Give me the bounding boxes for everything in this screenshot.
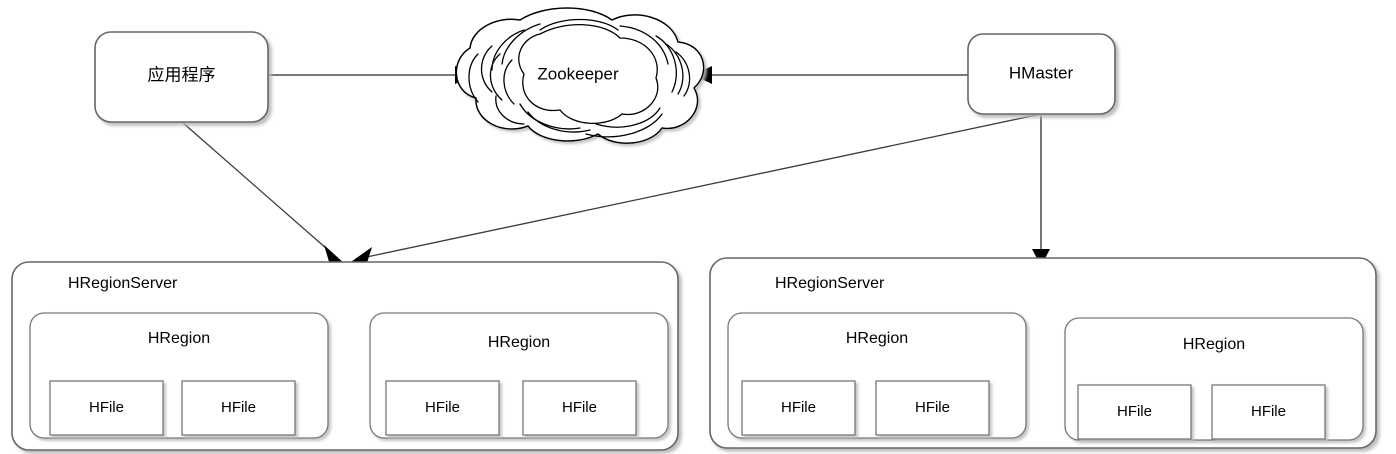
hfile-label: HFile <box>562 399 597 416</box>
region-server-left[interactable]: HRegionServer HRegion HFile HFile HRegio… <box>11 261 679 451</box>
node-application[interactable]: 应用程序 <box>94 31 269 123</box>
hfile-left-2-a[interactable]: HFile <box>385 380 500 436</box>
hfile-label: HFile <box>781 399 816 416</box>
hfile-right-1-a[interactable]: HFile <box>741 380 856 436</box>
region-left-1-label: HRegion <box>148 330 210 347</box>
hfile-label: HFile <box>915 399 950 416</box>
edge-hmaster-to-region-server-left <box>348 113 1042 266</box>
hfile-right-2-b[interactable]: HFile <box>1211 384 1326 440</box>
hfile-left-1-a[interactable]: HFile <box>49 380 164 436</box>
region-left-2-label: HRegion <box>488 334 550 351</box>
region-server-right[interactable]: HRegionServer HRegion HFile HFile HRegio… <box>709 257 1377 449</box>
hmaster-label: HMaster <box>1009 63 1074 82</box>
hfile-label: HFile <box>1117 403 1152 420</box>
edge-application-to-zookeeper <box>268 66 474 84</box>
hfile-label: HFile <box>425 399 460 416</box>
node-hmaster[interactable]: HMaster <box>967 33 1116 115</box>
region-left-2[interactable]: HRegion HFile HFile <box>369 312 669 439</box>
region-right-2[interactable]: HRegion HFile HFile <box>1064 317 1364 441</box>
hfile-label: HFile <box>89 399 124 416</box>
hfile-label: HFile <box>221 399 256 416</box>
region-right-2-label: HRegion <box>1183 336 1245 353</box>
region-right-1-label: HRegion <box>846 330 908 347</box>
edge-application-to-region-server-left <box>181 121 345 265</box>
region-server-right-label: HRegionServer <box>775 275 885 292</box>
node-zookeeper[interactable]: Zookeeper <box>455 7 705 144</box>
region-right-1[interactable]: HRegion HFile HFile <box>727 312 1027 439</box>
region-left-1[interactable]: HRegion HFile HFile <box>29 312 329 439</box>
hfile-left-1-b[interactable]: HFile <box>181 380 296 436</box>
edge-hmaster-to-region-server-right <box>1032 114 1050 266</box>
application-label: 应用程序 <box>148 65 216 84</box>
zookeeper-label: Zookeeper <box>537 64 619 83</box>
region-server-left-label: HRegionServer <box>68 275 178 292</box>
edge-hmaster-to-zookeeper <box>693 66 968 84</box>
hfile-left-2-b[interactable]: HFile <box>522 380 637 436</box>
hfile-label: HFile <box>1251 403 1286 420</box>
hfile-right-1-b[interactable]: HFile <box>875 380 990 436</box>
hfile-right-2-a[interactable]: HFile <box>1077 384 1192 440</box>
